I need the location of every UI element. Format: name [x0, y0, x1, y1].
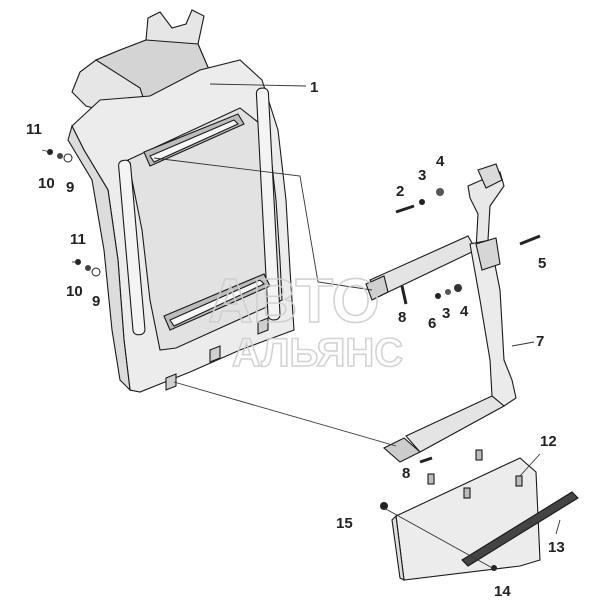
callout-3a: 3: [418, 167, 426, 184]
callout-2: 2: [396, 183, 404, 200]
callout-4a: 4: [436, 153, 445, 170]
callout-1: 1: [310, 79, 318, 96]
fender-part-1: [67, 9, 295, 393]
watermark-line1: АВТО: [208, 267, 380, 336]
callout-8a: 8: [398, 309, 406, 326]
watermark-line2: АЛЬЯНС: [232, 331, 403, 375]
callout-14: 14: [494, 583, 511, 600]
callout-15: 15: [336, 515, 353, 532]
callout-10b: 10: [66, 283, 83, 300]
bracket-part-7: [365, 163, 517, 463]
callout-3b: 3: [442, 305, 450, 322]
callout-8b: 8: [402, 465, 410, 482]
callout-9a: 9: [66, 179, 74, 196]
strip-part-13: [461, 491, 579, 567]
callout-11a: 11: [26, 121, 42, 138]
callout-13: 13: [548, 539, 565, 556]
mudflap-part-12: [391, 449, 541, 581]
callout-10a: 10: [38, 175, 55, 192]
callout-4b: 4: [460, 303, 469, 320]
watermark: АВТО АЛЬЯНС: [207, 266, 404, 376]
callout-11b: 11: [70, 231, 86, 248]
callout-5: 5: [538, 255, 546, 272]
callout-6: 6: [428, 315, 436, 332]
callout-12: 12: [540, 433, 557, 450]
callout-9b: 9: [92, 293, 100, 310]
callout-7: 7: [536, 333, 544, 350]
fasteners: [47, 149, 541, 571]
callout-labels: 1 2 3 4 5 3 4 6 7 8 8 9 9 10 10 11 11 12…: [26, 79, 565, 600]
leader-lines: [41, 83, 561, 571]
